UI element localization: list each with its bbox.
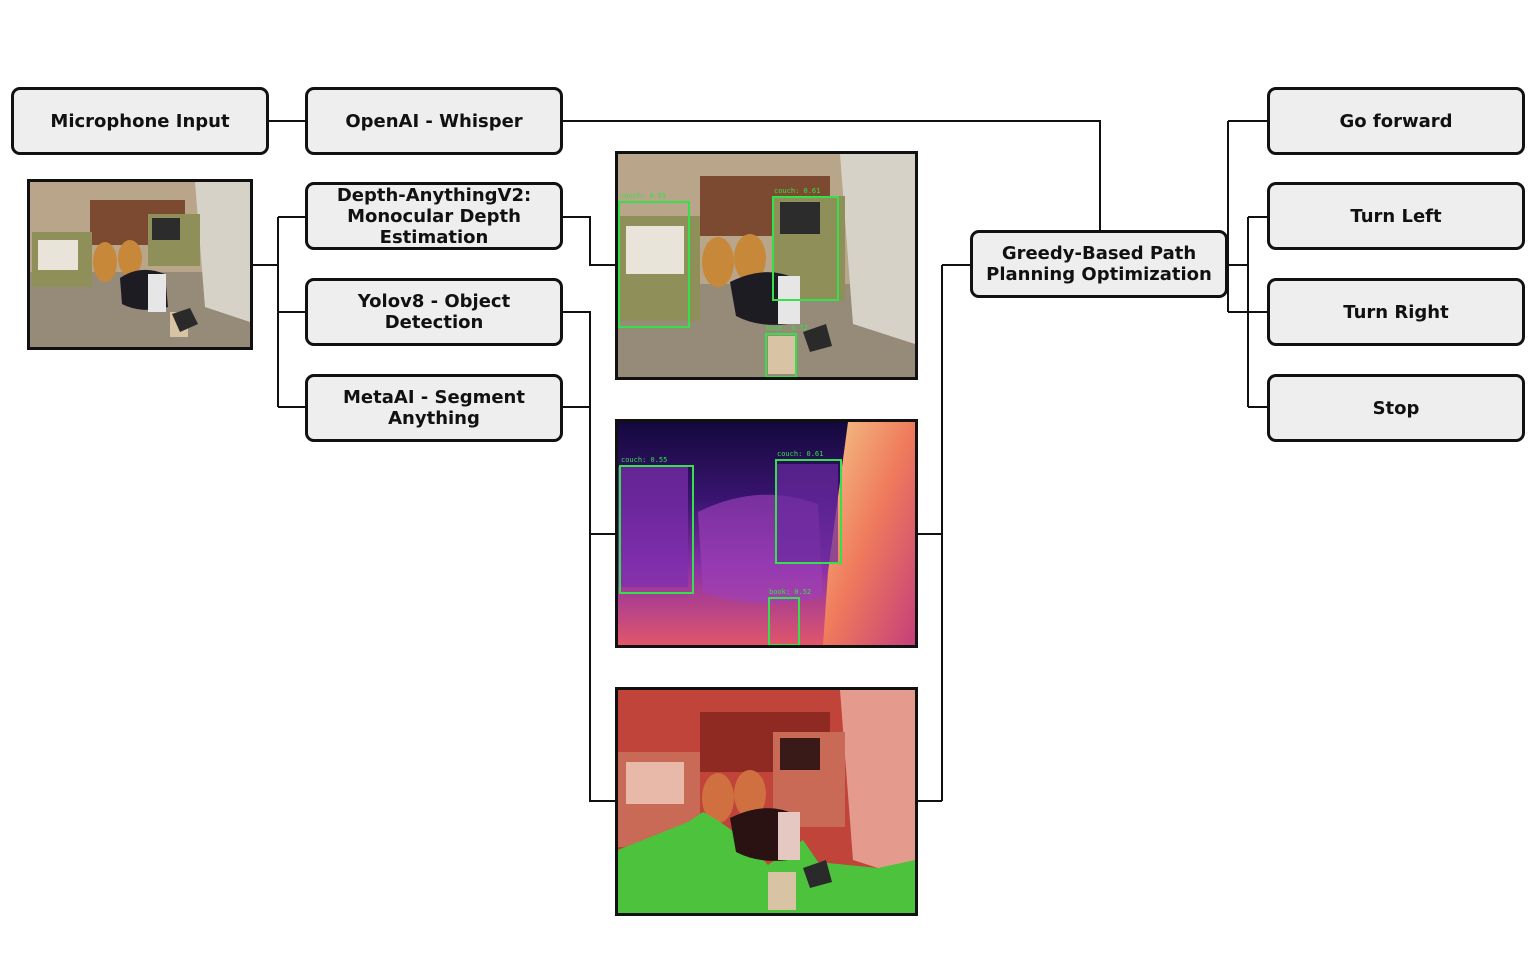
depth-anything-label: Depth-AnythingV2: Monocular Depth Estima… xyxy=(336,184,532,248)
turn-left-node: Turn Left xyxy=(1267,182,1525,250)
yolo-node: Yolov8 - Object Detection xyxy=(305,278,563,346)
detection-label-book: book: 0.52 xyxy=(766,324,808,332)
input-camera-image xyxy=(27,179,253,350)
segment-anything-node: MetaAI - Segment Anything xyxy=(305,374,563,442)
depth-anything-node: Depth-AnythingV2: Monocular Depth Estima… xyxy=(305,182,563,250)
path-planning-label: Greedy-Based Path Planning Optimization xyxy=(986,243,1212,285)
microphone-input-label: Microphone Input xyxy=(50,110,230,132)
path-planning-node: Greedy-Based Path Planning Optimization xyxy=(970,230,1228,298)
depth-label-book: book: 0.52 xyxy=(769,588,811,596)
microphone-input-node: Microphone Input xyxy=(11,87,269,155)
yolo-label: Yolov8 - Object Detection xyxy=(357,291,511,333)
whisper-label: OpenAI - Whisper xyxy=(345,110,523,132)
depth-label-couch-left: couch: 0.55 xyxy=(621,456,667,464)
depth-map-scene: couch: 0.55 couch: 0.61 book: 0.52 xyxy=(618,422,915,645)
turn-left-label: Turn Left xyxy=(1350,205,1442,227)
detection-label-couch-right: couch: 0.61 xyxy=(774,187,820,195)
stop-label: Stop xyxy=(1372,397,1420,419)
turn-right-label: Turn Right xyxy=(1343,301,1449,323)
input-room-scene xyxy=(30,182,250,347)
segment-anything-label: MetaAI - Segment Anything xyxy=(343,387,525,429)
depth-label-couch-right: couch: 0.61 xyxy=(777,450,823,458)
whisper-node: OpenAI - Whisper xyxy=(305,87,563,155)
segmentation-scene xyxy=(618,690,915,913)
go-forward-label: Go forward xyxy=(1339,110,1453,132)
depth-map-image: couch: 0.55 couch: 0.61 book: 0.52 xyxy=(615,419,918,648)
detection-label-couch-left: couch: 0.55 xyxy=(620,192,666,200)
stop-node: Stop xyxy=(1267,374,1525,442)
go-forward-node: Go forward xyxy=(1267,87,1525,155)
segmentation-image xyxy=(615,687,918,916)
detection-output-image: couch: 0.55 couch: 0.61 book: 0.52 xyxy=(615,151,918,380)
turn-right-node: Turn Right xyxy=(1267,278,1525,346)
detection-scene: couch: 0.55 couch: 0.61 book: 0.52 xyxy=(618,154,915,377)
